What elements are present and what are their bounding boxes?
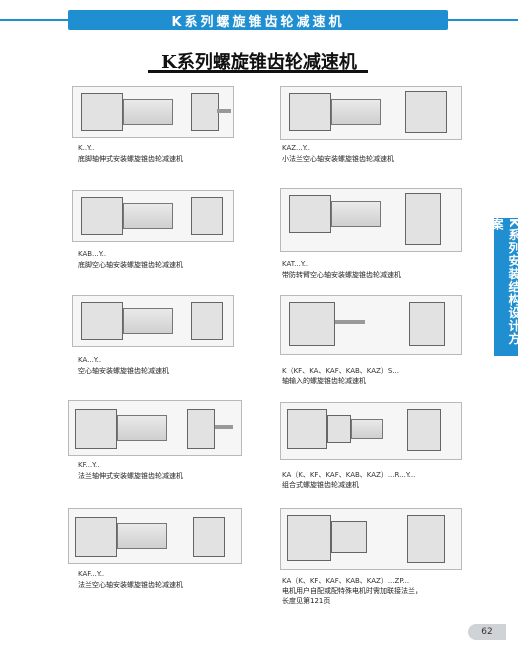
description-label: 底脚空心轴安装螺旋锥齿轮减速机 — [78, 261, 183, 269]
gear-housing — [287, 409, 327, 449]
motor-body — [123, 308, 173, 334]
description-label: 法兰空心轴安装螺旋锥齿轮减速机 — [78, 581, 183, 589]
motor-body — [123, 203, 173, 229]
gear-side-view — [191, 197, 223, 235]
page-number-badge: 62 — [468, 624, 506, 640]
model-label: KF...Y.. — [78, 461, 100, 469]
gear-side-view — [405, 193, 441, 245]
model-label: K（KF、KA、KAF、KAB、KAZ）S... — [282, 367, 399, 375]
model-label: K..Y.. — [78, 144, 95, 152]
gear-housing — [81, 93, 123, 131]
description-label-line2: 长度见第121页 — [282, 597, 331, 605]
product-figure-kaz — [280, 86, 462, 140]
adapter-flange — [331, 521, 367, 553]
gear-housing — [289, 302, 335, 346]
description-label: 法兰轴伸式安装螺旋锥齿轮减速机 — [78, 472, 183, 480]
gear-side-view — [407, 409, 441, 451]
gear-housing — [75, 517, 117, 557]
side-tab-label: K系列安装结构设计方案 — [490, 218, 518, 346]
gear-side-view — [409, 302, 445, 346]
model-label: KA（K、KF、KAF、KAB、KAZ）...ZP... — [282, 577, 410, 585]
description-label: 空心轴安装螺旋锥齿轮减速机 — [78, 367, 169, 375]
motor-body — [331, 201, 381, 227]
product-figure-ka — [72, 295, 234, 347]
gear-side-view — [191, 93, 219, 131]
description-label: 小法兰空心轴安装螺旋锥齿轮减速机 — [282, 155, 394, 163]
title-underline — [148, 70, 368, 73]
description-label: 带防转臂空心轴安装螺旋锥齿轮减速机 — [282, 271, 401, 279]
gear-housing — [289, 195, 331, 233]
gear-side-view — [407, 515, 445, 563]
model-label: KA（K、KF、KAF、KAB、KAZ）...R...Y... — [282, 471, 416, 479]
model-label: KAT...Y.. — [282, 260, 309, 268]
model-label: KAF...Y.. — [78, 570, 105, 578]
product-figure-combined — [280, 402, 462, 460]
gear-side-view — [193, 517, 225, 557]
gear-housing — [81, 197, 123, 235]
header-band: K系列螺旋锥齿轮减速机 — [68, 10, 448, 30]
product-figure-zp — [280, 508, 462, 570]
model-label: KAB...Y.. — [78, 250, 107, 258]
gear-housing — [287, 515, 331, 561]
product-figure-kaf — [68, 508, 242, 564]
gear-housing — [81, 302, 123, 340]
output-shaft — [215, 425, 233, 429]
motor-body — [351, 419, 383, 439]
motor-body — [123, 99, 173, 125]
motor-body — [117, 523, 167, 549]
input-shaft — [335, 320, 365, 324]
product-figure-k — [72, 86, 234, 138]
motor-body — [331, 99, 381, 125]
gear-side-view — [191, 302, 223, 340]
gear-housing — [75, 409, 117, 449]
secondary-gear — [327, 415, 351, 443]
page-number: 62 — [481, 627, 493, 637]
gear-housing — [289, 93, 331, 131]
product-figure-k-shaft-input — [280, 295, 462, 355]
description-label: 底脚轴伸式安装螺旋锥齿轮减速机 — [78, 155, 183, 163]
page-title: K系列螺旋锥齿轮减速机 — [161, 52, 357, 73]
product-figure-kab — [72, 190, 234, 242]
header-title: K系列螺旋锥齿轮减速机 — [171, 14, 345, 30]
model-label: KA...Y.. — [78, 356, 102, 364]
gear-side-view — [405, 91, 447, 133]
output-shaft — [217, 109, 231, 113]
product-figure-kf — [68, 400, 242, 456]
model-label: KAZ...Y.. — [282, 144, 311, 152]
description-label: 轴输入的螺旋锥齿轮减速机 — [282, 377, 366, 385]
motor-body — [117, 415, 167, 441]
description-label: 组合式螺旋锥齿轮减速机 — [282, 481, 359, 489]
description-label: 电机用户自配或配特殊电机时需加联接法兰， — [282, 587, 422, 595]
side-tab: K系列安装结构设计方案 — [490, 218, 518, 356]
product-figure-kat — [280, 188, 462, 252]
gear-side-view — [187, 409, 215, 449]
